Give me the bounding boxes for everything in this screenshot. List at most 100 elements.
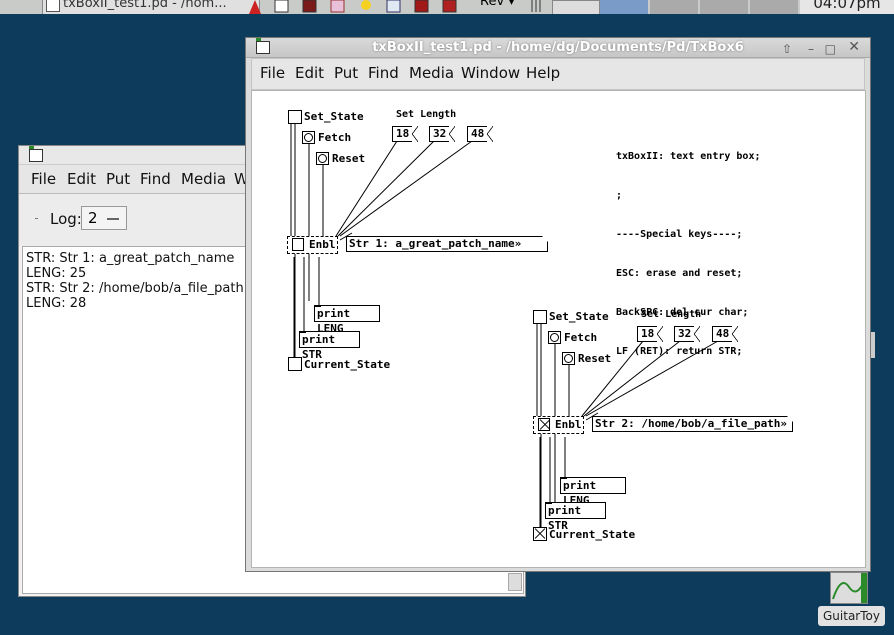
patch-menu-find[interactable]: Find: [368, 64, 399, 82]
comment-line: ----Special keys----;: [616, 229, 743, 240]
resize-grip-icon[interactable]: [508, 573, 522, 591]
launcher-calc-icon[interactable]: [330, 0, 346, 14]
dropdown-indicator-icon: [107, 218, 119, 220]
enbl-toggle[interactable]: [538, 418, 550, 431]
close-icon[interactable]: ✕: [848, 39, 860, 55]
taskbar-window-button[interactable]: txBoxII_test1.pd - /hom...: [42, 0, 260, 14]
patch-menu-window[interactable]: Window: [461, 64, 521, 82]
comment-line: ;: [616, 190, 623, 201]
rev-menu[interactable]: Rev ▾: [480, 0, 522, 14]
launcher-pd-icon[interactable]: [274, 0, 290, 14]
log-level-label: Log:: [50, 210, 82, 228]
help-comment: txBoxII: text entry box; ; ----Special k…: [616, 124, 761, 384]
fetch-bang[interactable]: [548, 331, 561, 344]
fetch-label: Fetch: [564, 331, 598, 344]
set-state-toggle[interactable]: [288, 110, 302, 124]
print-leng-object[interactable]: print LENG: [314, 305, 380, 335]
string-symbol-box[interactable]: Str 2: /home/bob/a_file_path»: [592, 416, 793, 432]
log-level-select[interactable]: 2: [81, 206, 127, 230]
window-edge-handle[interactable]: [871, 332, 875, 358]
patch-window-titlebar[interactable]: txBoxII_test1.pd - /home/dg/Documents/Pd…: [246, 38, 870, 58]
reset-label: Reset: [578, 352, 612, 365]
maximize-icon[interactable]: □: [824, 42, 836, 56]
current-state-label: Current_State: [549, 528, 636, 541]
taskbar-window-title: txBoxII_test1.pd - /hom...: [63, 0, 227, 11]
mixer-icon[interactable]: [528, 0, 544, 14]
workspace-1[interactable]: [552, 0, 600, 14]
patch-menubar: File Edit Put Find Media Window Help: [251, 58, 865, 90]
clock: 04:07pm: [800, 0, 894, 14]
enbl-toggle[interactable]: [292, 238, 304, 251]
length-msg-48[interactable]: 48: [467, 126, 493, 142]
comment-line: ESC: erase and reset;: [616, 268, 743, 279]
log-level-value: 2: [88, 209, 98, 227]
launcher-red-app2-icon[interactable]: [442, 0, 458, 14]
reset-bang[interactable]: [562, 352, 575, 365]
pd-window-icon: [29, 146, 43, 162]
log-line: LENG: 25: [26, 266, 87, 281]
fetch-label: Fetch: [318, 131, 352, 144]
patch-canvas[interactable]: Set_State Fetch Reset Set Length 18 32 4…: [251, 90, 866, 568]
launcher-red-icon[interactable]: [247, 0, 263, 14]
txbox-enbl-object[interactable]: Enbl: [287, 236, 338, 254]
comment-line: BackSPC: del cur char;: [616, 307, 749, 318]
patch-menu-edit[interactable]: Edit: [295, 64, 325, 82]
length-msg-48[interactable]: 48: [712, 326, 738, 342]
workspace-3[interactable]: [650, 0, 698, 14]
enbl-label: Enbl: [555, 418, 582, 431]
log-menu-find[interactable]: Find: [140, 170, 171, 188]
dsp-indicator: [35, 218, 38, 219]
patch-window-title: txBoxII_test1.pd - /home/dg/Documents/Pd…: [372, 40, 744, 55]
set-state-label: Set_State: [304, 110, 364, 123]
current-state-label: Current_State: [304, 358, 391, 371]
launcher-red-app-icon[interactable]: [414, 0, 430, 14]
print-str-object[interactable]: print STR: [299, 331, 360, 361]
workspace-4[interactable]: [700, 0, 748, 14]
patch-menu-put[interactable]: Put: [334, 64, 359, 82]
comment-line: txBoxII: text entry box;: [616, 151, 761, 162]
current-state-toggle: [288, 357, 302, 371]
print-str-object[interactable]: print STR: [545, 502, 606, 532]
log-menu-put[interactable]: Put: [106, 170, 131, 188]
shade-icon[interactable]: ⇧: [781, 42, 792, 56]
fetch-bang[interactable]: [302, 131, 315, 144]
log-line: STR: Str 2: /home/bob/a_file_path: [26, 281, 244, 296]
pd-window-icon: [256, 38, 270, 54]
current-state-toggle: [533, 527, 547, 541]
comment-line: LF (RET): return STR;: [616, 346, 743, 357]
guitartoy-label[interactable]: GuitarToy: [818, 606, 885, 626]
reset-bang[interactable]: [316, 152, 329, 165]
lightbulb-icon[interactable]: [358, 0, 374, 14]
print-leng-object[interactable]: print LENG: [560, 477, 626, 507]
minimize-icon[interactable]: –: [808, 42, 814, 56]
launcher-doc-icon[interactable]: [386, 0, 402, 14]
rev-label: Rev: [480, 0, 505, 9]
txbox-enbl-object[interactable]: Enbl: [533, 416, 584, 434]
workspace-5[interactable]: [750, 0, 798, 14]
taskbar: txBoxII_test1.pd - /hom... Rev ▾ 04:07pm: [0, 0, 894, 14]
enbl-label: Enbl: [309, 238, 336, 251]
set-length-label: Set Length: [641, 309, 702, 320]
pd-patch-window: txBoxII_test1.pd - /home/dg/Documents/Pd…: [245, 37, 871, 572]
workspace-2[interactable]: [600, 0, 648, 14]
log-menu-edit[interactable]: Edit: [67, 170, 97, 188]
length-msg-32[interactable]: 32: [429, 126, 455, 142]
patch-menu-file[interactable]: File: [260, 64, 286, 82]
launcher-app-icon[interactable]: [302, 0, 318, 14]
reset-label: Reset: [332, 152, 366, 165]
log-menu-file[interactable]: File: [31, 170, 57, 188]
guitartoy-icon[interactable]: [830, 572, 868, 604]
log-line: STR: Str 1: a_great_patch_name: [26, 251, 235, 266]
length-msg-18[interactable]: 18: [637, 326, 663, 342]
length-msg-32[interactable]: 32: [674, 326, 700, 342]
length-msg-18[interactable]: 18: [392, 126, 418, 142]
log-line: LENG: 28: [26, 296, 87, 311]
pd-app-icon: [46, 0, 60, 12]
set-state-label: Set_State: [549, 310, 609, 323]
string-symbol-box[interactable]: Str 1: a_great_patch_name»: [346, 236, 548, 252]
patch-menu-help[interactable]: Help: [526, 64, 561, 82]
set-state-toggle[interactable]: [533, 310, 547, 324]
patch-menu-media[interactable]: Media: [409, 64, 455, 82]
log-menu-media[interactable]: Media: [181, 170, 227, 188]
set-length-label: Set Length: [396, 109, 457, 120]
